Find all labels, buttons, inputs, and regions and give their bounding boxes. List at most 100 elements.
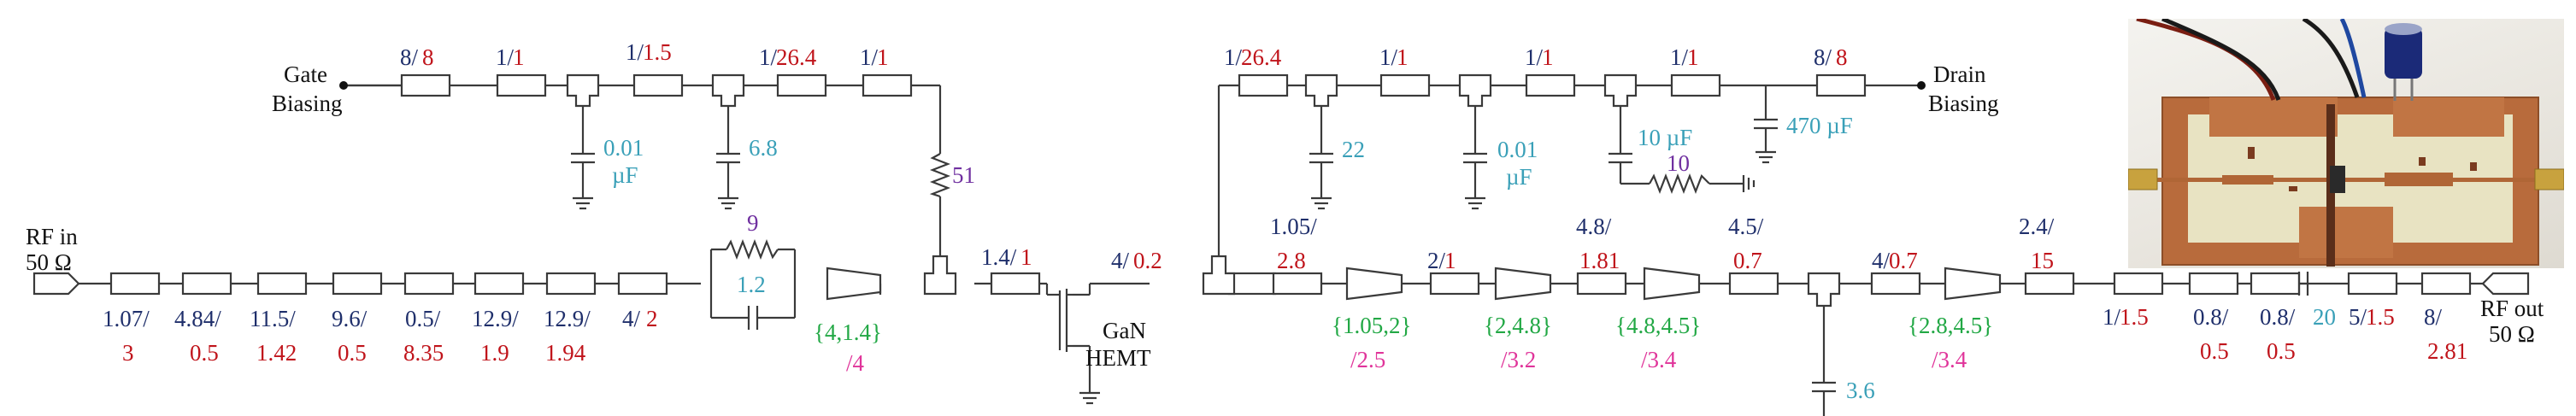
tline-gate-bias-4 (776, 73, 827, 97)
gate-bias-label-2: Biasing (272, 91, 343, 116)
capacitors (571, 118, 2309, 405)
in-2-width: 4.84/ (174, 306, 221, 331)
gate-bias-5-length: 1 (877, 44, 889, 70)
stab-resistor-label: 9 (747, 210, 759, 236)
tapers (826, 267, 2002, 301)
tline-out-2 (1429, 272, 1480, 296)
drain-cap-1-value: 22 (1342, 137, 1365, 162)
in-7-length: 1.94 (545, 340, 586, 366)
taper-out-4-widths: {2.8,4.5} (1908, 313, 1993, 338)
resistor-gate (929, 153, 951, 198)
transistor-symbol (1047, 289, 1073, 352)
out-3-width: 4.8/ (1576, 214, 1612, 239)
port-rf-out (2481, 272, 2530, 296)
port-rf-in (32, 272, 80, 296)
in-2-length: 0.5 (190, 340, 219, 366)
drain-bias-5-length: 8 (1836, 44, 1848, 70)
gate-cap-1-unit: µF (612, 162, 638, 188)
in-4-width: 9.6/ (332, 306, 368, 331)
ports (32, 81, 2530, 296)
final-3-length: 0.5 (2267, 338, 2296, 364)
gate-bias-2-length: 1 (513, 44, 525, 70)
out-4-width: 4.5/ (1728, 214, 1764, 239)
tline-gate-bias-5 (862, 73, 913, 97)
final-1-width: 1/ (2103, 304, 2121, 330)
drain-first-width: 4/ (1111, 248, 1130, 273)
resistor-stab (726, 238, 779, 261)
taper-out-4-length: /3.4 (1932, 347, 1967, 372)
drain-bias-2-length: 1 (1397, 44, 1409, 70)
taper-out-2 (1494, 267, 1552, 301)
cap-stab (747, 306, 759, 330)
gate-bias-4-width: 1/ (759, 44, 778, 70)
taper-out-3-length: /3.4 (1641, 347, 1677, 372)
drain-bias-3-width: 1/ (1525, 44, 1544, 70)
taper-out-1 (1345, 267, 1403, 301)
drain-cap-2-value: 0.01 (1497, 137, 1538, 162)
final-3-width: 0.8/ (2260, 304, 2296, 330)
in-3-width: 11.5/ (250, 306, 296, 331)
out-2-width: 2/ (1427, 248, 1446, 273)
drain-resistor-label: 10 (1667, 150, 1690, 176)
tline-final-5 (2420, 272, 2472, 296)
in-6-width: 12.9/ (472, 306, 519, 331)
gate-bias-3-width: 1/ (626, 39, 644, 65)
tline-in-2 (181, 272, 232, 296)
rf-out-label-2: 50 Ω (2489, 321, 2535, 347)
drain-bias-4-width: 1/ (1670, 44, 1689, 70)
in-8-width: 4/ (622, 306, 641, 331)
in-5-width: 0.5/ (405, 306, 441, 331)
board-illustration (2128, 19, 2564, 267)
gate-bias-node (339, 81, 348, 90)
tline-in-4 (332, 272, 383, 296)
rf-out-label-1: RF out (2480, 296, 2544, 321)
final-5-width: 8/ (2424, 304, 2443, 330)
gate-bias-1-width: 8/ (400, 44, 419, 70)
tline-out-5 (1870, 272, 1921, 296)
tline-in-7 (545, 272, 597, 296)
final-2-width: 0.8/ (2193, 304, 2229, 330)
cap-drain-3 (1609, 152, 1756, 192)
taper-out-1-length: /2.5 (1350, 347, 1385, 372)
final-2-length: 0.5 (2200, 338, 2229, 364)
gate-bias-3-length: 1.5 (643, 39, 672, 65)
out-6-width: 2.4/ (2019, 214, 2055, 239)
tee-output-shunt (1807, 272, 1841, 308)
out-4-length: 0.7 (1733, 248, 1762, 273)
drain-bias-3-length: 1 (1542, 44, 1554, 70)
gate-cap-1-value: 0.01 (603, 135, 644, 161)
tline-drain-bias-2 (1379, 73, 1431, 97)
out-5-length: 0.7 (1889, 248, 1918, 273)
cap-drain-4 (1754, 118, 1778, 164)
transmission-lines (109, 73, 2472, 296)
tline-gate-bias-2 (496, 73, 547, 97)
tline-drain-bias-1 (1238, 73, 1289, 97)
tee-drain-2 (1458, 73, 1492, 108)
drain-bias-2-width: 1/ (1379, 44, 1398, 70)
tee-drain-1 (1304, 73, 1338, 108)
out-2-length: 1 (1444, 248, 1456, 273)
drain-first-length: 0.2 (1133, 248, 1162, 273)
stab-cap-label: 1.2 (737, 272, 766, 297)
tline-in-6 (473, 272, 525, 296)
fabricated-board-photo (2128, 19, 2564, 268)
final-4-width: 5/ (2349, 304, 2367, 330)
drain-cap-3-value: 10 µF (1638, 125, 1692, 150)
taper-out-1-widths: {1.05,2} (1332, 313, 1411, 338)
tline-gate-series (990, 272, 1041, 296)
final-4-length: 1.5 (2366, 304, 2395, 330)
final-1-length: 1.5 (2120, 304, 2149, 330)
in-1-length: 3 (122, 340, 134, 366)
tline-out-3 (1576, 272, 1627, 296)
cap-drain-1 (1309, 152, 1333, 210)
gate-series-width: 1.4/ (981, 244, 1017, 270)
drain-bias-1-width: 1/ (1224, 44, 1243, 70)
output-shunt-cap-label: 3.6 (1846, 378, 1875, 403)
taper-out-2-length: /3.2 (1501, 347, 1536, 372)
tline-in-5 (403, 272, 455, 296)
drain-bias-label-2: Biasing (1928, 91, 1999, 116)
cap-output-shunt (1812, 381, 1836, 393)
input-taper-widths: {4,1.4} (814, 319, 882, 345)
input-taper-length: /4 (846, 350, 865, 376)
